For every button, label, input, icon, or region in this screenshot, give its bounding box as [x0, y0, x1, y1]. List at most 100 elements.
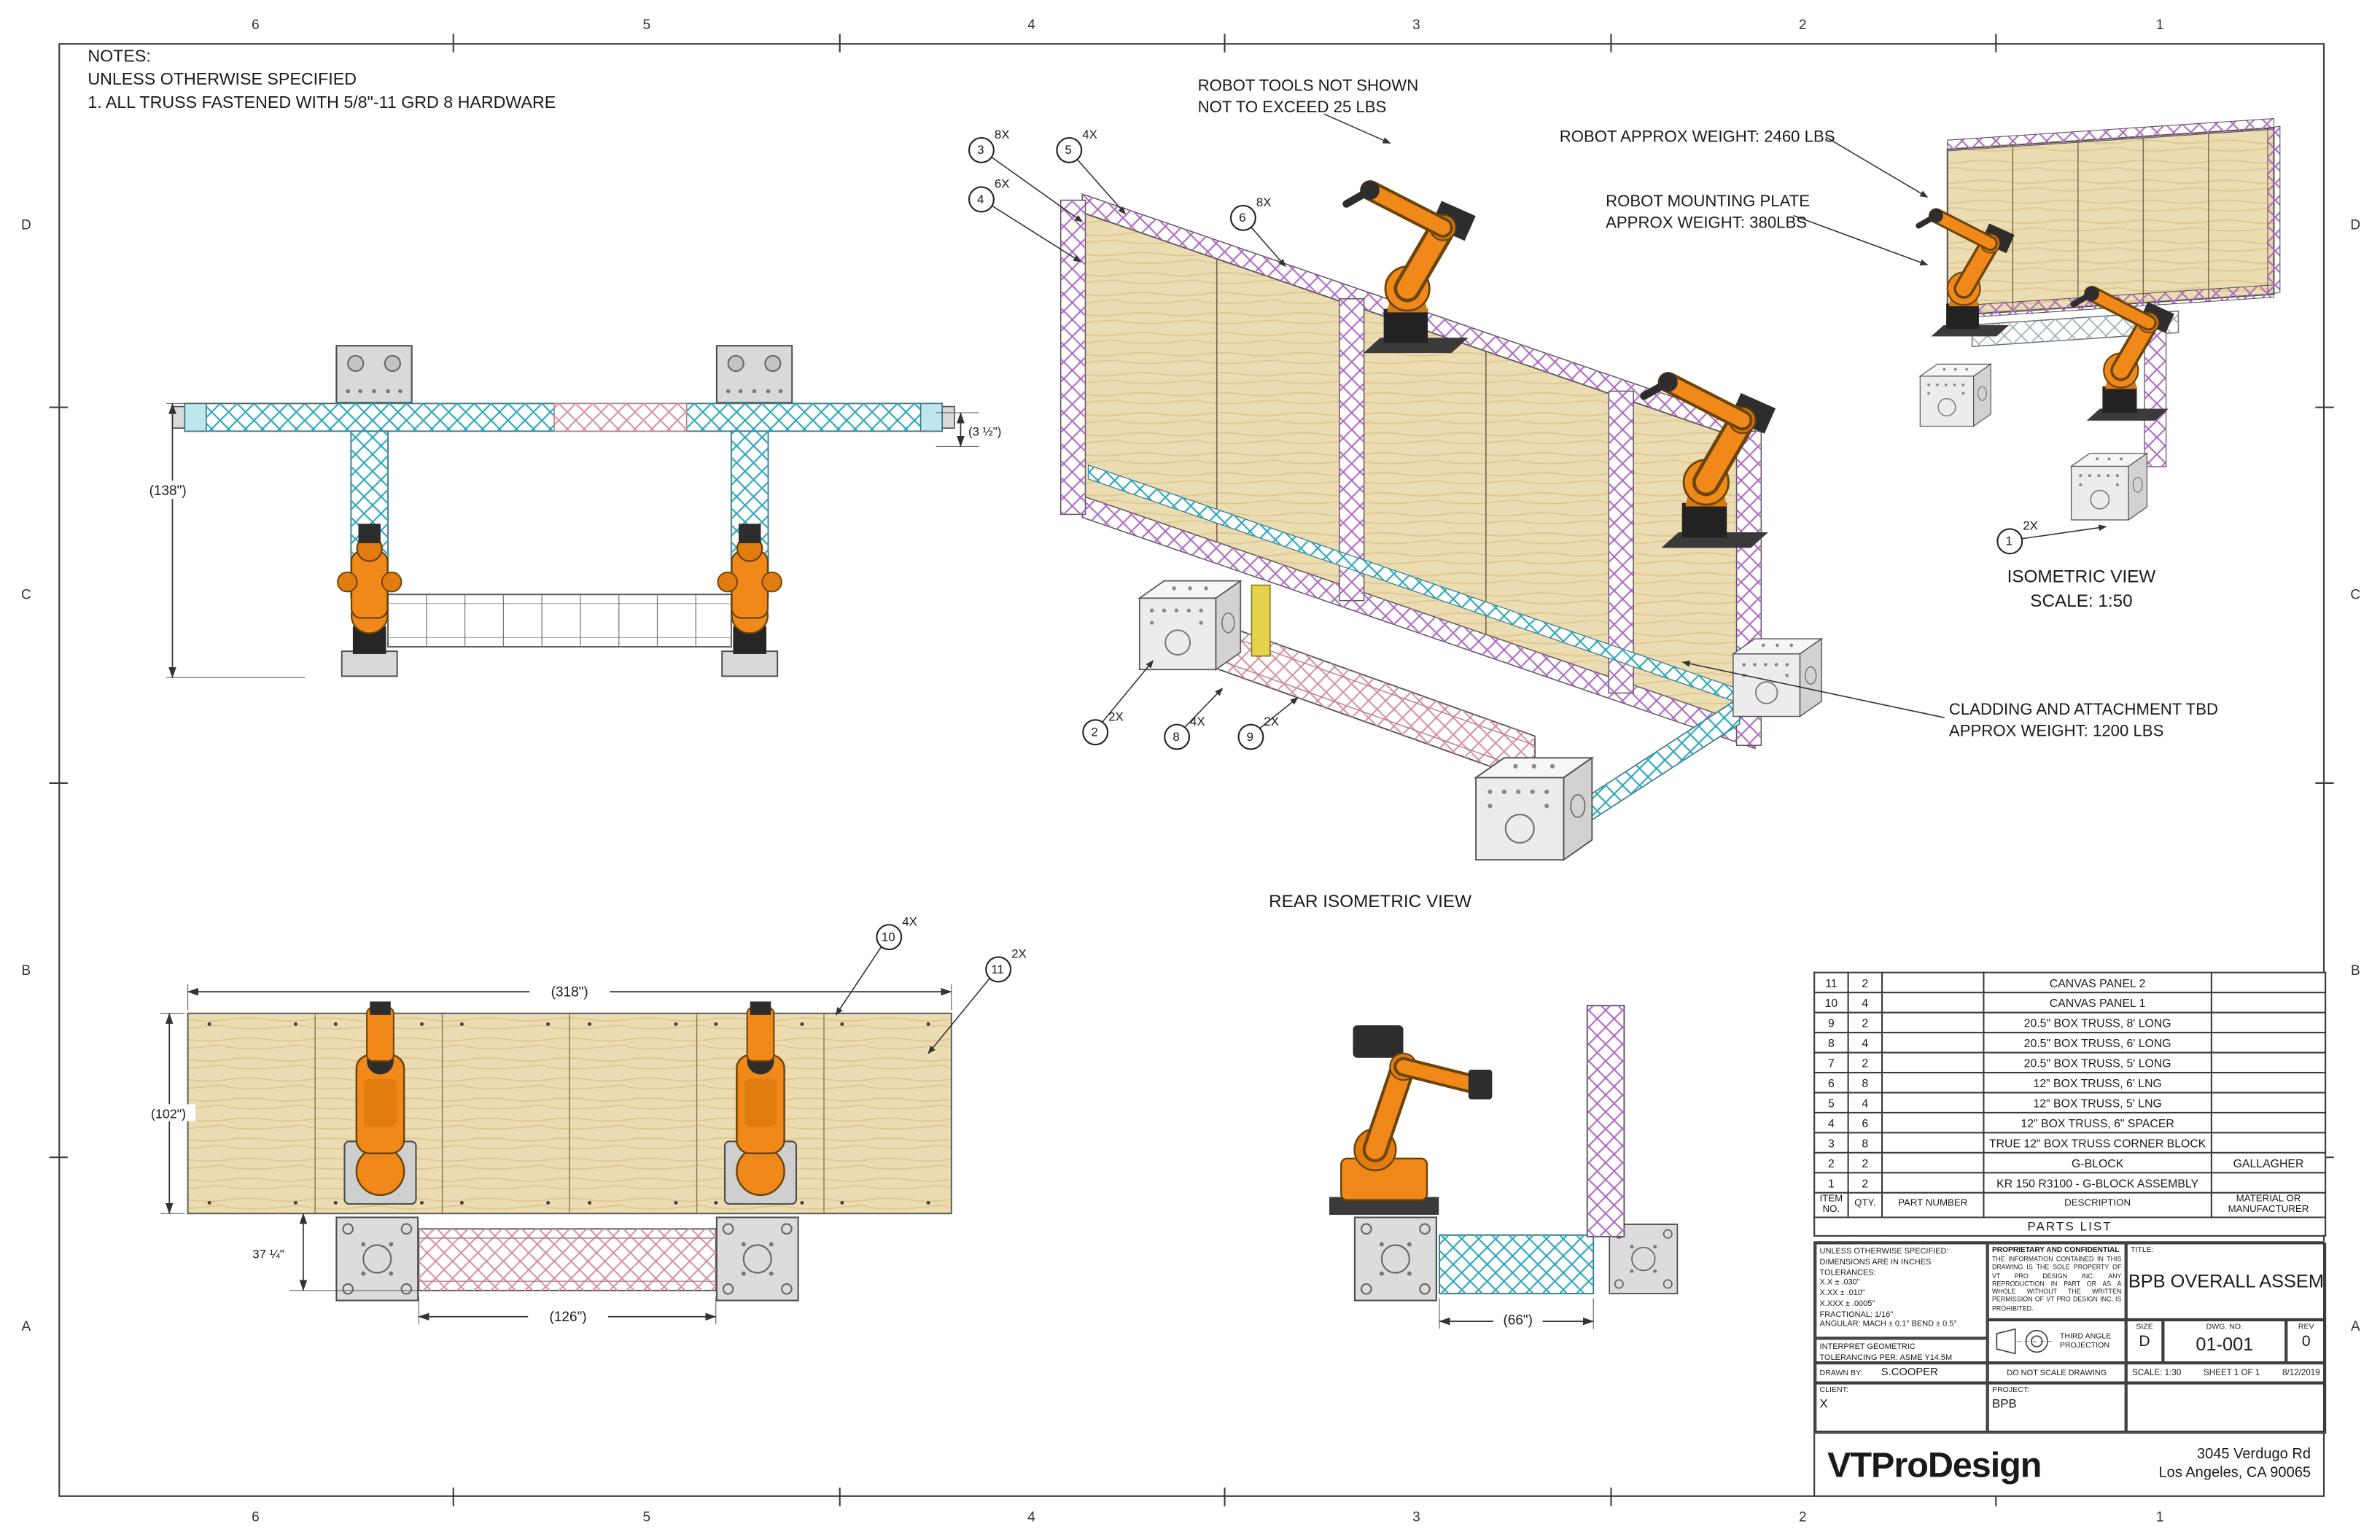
- qty-cell: 2: [1847, 971, 1883, 994]
- parts-list-title-row: PARTS LIST: [1813, 1216, 2327, 1237]
- parts-list-row: 4 6 12" BOX TRUSS, 6" SPACER: [1813, 1111, 2327, 1134]
- svg-text:37 ¼": 37 ¼": [252, 1248, 284, 1261]
- parts-list-row: 7 2 20.5" BOX TRUSS, 5' LONG: [1813, 1051, 2327, 1074]
- zone-label-bottom: 5: [642, 1509, 651, 1525]
- do-not-scale-label: DO NOT SCALE DRAWING: [2007, 1368, 2107, 1378]
- material-cell: [2210, 1092, 2327, 1113]
- zone-label-right: B: [2350, 962, 2360, 979]
- annotation-mounting-plate: ROBOT MOUNTING PLATE APPROX WEIGHT: 380L…: [1606, 192, 1811, 233]
- rear-isometric-view-label: REAR ISOMETRIC VIEW: [1269, 892, 1472, 912]
- parts-list-title: PARTS LIST: [1813, 1216, 2327, 1237]
- material-cell: [2210, 1032, 2327, 1054]
- drawn-by-value: S.COOPER: [1881, 1367, 1938, 1379]
- item-no-cell: 4: [1813, 1111, 1849, 1134]
- header-item-no: ITEM NO.: [1813, 1191, 1849, 1218]
- item-no-cell: 10: [1813, 992, 1849, 1014]
- top-truss-beam: [171, 402, 955, 432]
- plan-view-drawing: (318"): [149, 982, 952, 1325]
- balloon-circle: 11: [984, 955, 1011, 982]
- company-address: 3045 Verdugo Rd Los Angeles, CA 90065: [2158, 1446, 2311, 1482]
- qty-cell: 2: [1847, 1151, 1883, 1174]
- client-value: X: [1819, 1396, 1828, 1411]
- zone-label-bottom: 1: [2155, 1509, 2164, 1525]
- balloon-circle: 1: [1996, 527, 2023, 554]
- description-cell: CANVAS PANEL 1: [1983, 992, 2212, 1014]
- qty-cell: 4: [1847, 1092, 1883, 1113]
- item-no-cell: 7: [1813, 1051, 1849, 1074]
- zone-label-right: A: [2350, 1318, 2360, 1334]
- zone-label-left: B: [21, 962, 31, 979]
- drawn-by-label: DRAWN BY:: [1819, 1368, 1863, 1378]
- rev-value: 0: [2301, 1333, 2311, 1351]
- scale-sheet-cell: SCALE: 1:30 SHEET 1 OF 1 8/12/2019: [2126, 1363, 2327, 1383]
- balloon-circle: 5: [1055, 136, 1082, 163]
- lower-frame-truss: [387, 594, 732, 648]
- material-cell: [2210, 971, 2327, 994]
- header-part-number: PART NUMBER: [1881, 1191, 1985, 1218]
- canvas-panels-top: [187, 1012, 952, 1215]
- item-no-cell: 8: [1813, 1032, 1849, 1054]
- tolerance-notes: UNLESS OTHERWISE SPECIFIED: DIMENSIONS A…: [1815, 1242, 1988, 1339]
- balloon-qty: 4X: [1082, 128, 1097, 142]
- title-cell: TITLE: BPB OVERALL ASSEM: [2126, 1242, 2327, 1320]
- part-number-cell: [1881, 1032, 1985, 1054]
- annotation-robot-weight: ROBOT APPROX WEIGHT: 2460 LBS: [1559, 128, 1835, 147]
- description-cell: 12" BOX TRUSS, 5' LNG: [1983, 1092, 2212, 1113]
- balloon-circle: 3: [967, 136, 994, 163]
- annotation-leaders: [1323, 113, 1945, 718]
- third-angle-symbol: [1996, 1328, 2054, 1355]
- border-tick: [1224, 1488, 1226, 1506]
- parts-list-row: 3 8 TRUE 12" BOX TRUSS CORNER BLOCK: [1813, 1132, 2327, 1154]
- part-number-cell: [1881, 1151, 1985, 1174]
- qty-cell: 4: [1847, 1032, 1883, 1054]
- item-no-cell: 11: [1813, 971, 1849, 994]
- client-cell: CLIENT: X: [1815, 1382, 1988, 1434]
- item-no-cell: 6: [1813, 1071, 1849, 1094]
- balloon-qty: 2X: [1011, 946, 1027, 961]
- item-no-cell: 1: [1813, 1172, 1849, 1194]
- svg-text:(138"): (138"): [149, 483, 187, 499]
- qty-cell: 6: [1847, 1111, 1883, 1134]
- qty-cell: 2: [1847, 1051, 1883, 1074]
- rear-isometric-drawing: [1059, 108, 1822, 861]
- border-tick: [452, 34, 454, 52]
- dim-front-height: (138"): [140, 402, 336, 679]
- qty-cell: 8: [1847, 1071, 1883, 1094]
- description-cell: 20.5" BOX TRUSS, 6' LONG: [1983, 1032, 2212, 1054]
- size-label: SIZE: [2136, 1323, 2153, 1332]
- parts-list-row: 6 8 12" BOX TRUSS, 6' LNG: [1813, 1071, 2327, 1094]
- description-cell: G-BLOCK: [1983, 1151, 2212, 1174]
- zone-label-top: 5: [642, 17, 651, 33]
- dwg-no-label: DWG. NO.: [2206, 1323, 2244, 1332]
- qty-cell: 2: [1847, 1011, 1883, 1034]
- part-number-cell: [1881, 1071, 1985, 1094]
- title-block-spare-cell: [2126, 1382, 2327, 1434]
- qty-cell: 4: [1847, 992, 1883, 1014]
- part-number-cell: [1881, 971, 1985, 994]
- header-description: DESCRIPTION: [1983, 1191, 2212, 1218]
- isometric-view-drawing: [1886, 118, 2281, 521]
- part-number-cell: [1881, 1011, 1985, 1034]
- title-label: TITLE:: [2131, 1245, 2154, 1256]
- parts-list-row: 9 2 20.5" BOX TRUSS, 8' LONG: [1813, 1011, 2327, 1034]
- project-label: PROJECT:: [1992, 1385, 2030, 1396]
- drawing-title: BPB OVERALL ASSEM: [2128, 1270, 2324, 1292]
- balloon-qty: 4X: [902, 914, 917, 929]
- description-cell: 20.5" BOX TRUSS, 8' LONG: [1983, 1011, 2212, 1034]
- client-label: CLIENT:: [1819, 1385, 1848, 1396]
- description-cell: 20.5" BOX TRUSS, 5' LONG: [1983, 1051, 2212, 1074]
- isometric-view-label: ISOMETRIC VIEW SCALE: 1:50: [2007, 568, 2156, 612]
- parts-list-row: 11 2 CANVAS PANEL 2: [1813, 971, 2327, 994]
- border-tick: [1610, 1488, 1612, 1506]
- svg-text:(318"): (318"): [551, 984, 588, 1000]
- notes-line: UNLESS OTHERWISE SPECIFIED: [88, 70, 357, 90]
- balloon-circle: 8: [1163, 723, 1189, 750]
- description-cell: KR 150 R3100 - G-BLOCK ASSEMBLY: [1983, 1172, 2212, 1194]
- material-cell: [2210, 1051, 2327, 1074]
- rev-cell: REV 0: [2286, 1319, 2327, 1364]
- part-number-cell: [1881, 1132, 1985, 1154]
- parts-list-header-row: ITEM NO. QTY. PART NUMBER DESCRIPTION MA…: [1813, 1191, 2327, 1218]
